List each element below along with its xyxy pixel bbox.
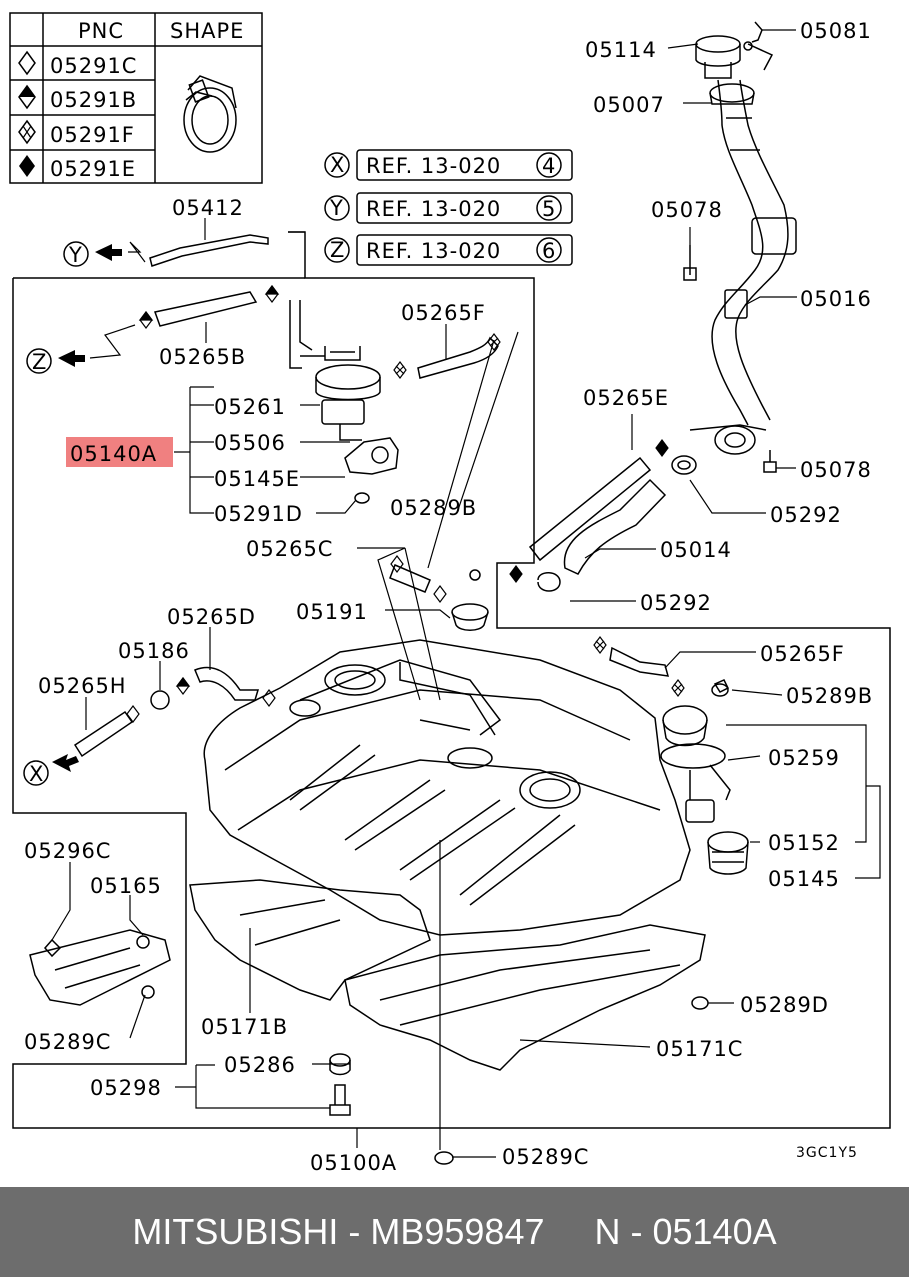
footer-bar <box>0 1187 909 1277</box>
label-05291d: 05291D <box>214 502 303 526</box>
label-05265e: 05265E <box>583 386 669 410</box>
diamond-solid-icon <box>19 155 35 177</box>
label-05145: 05145 <box>768 867 840 891</box>
connector-x <box>23 754 79 786</box>
label-05265c: 05265C <box>246 537 333 561</box>
legend-header-pnc: PNC <box>78 19 124 43</box>
ref-z-num: 6 <box>542 239 556 263</box>
label-05289b-top: 05289B <box>390 496 477 520</box>
connector-x-label: X <box>29 762 44 786</box>
label-05296c: 05296C <box>24 839 111 863</box>
label-05506: 05506 <box>214 431 286 455</box>
ref-y-num: 5 <box>542 197 556 221</box>
diagram-code: 3GC1Y5 <box>796 1145 858 1161</box>
label-05298: 05298 <box>90 1076 162 1100</box>
legend-table <box>9 12 263 184</box>
label-05265h: 05265H <box>38 674 127 698</box>
ref-z-text: REF. 13-020 <box>366 239 501 263</box>
label-05145e: 05145E <box>214 467 300 491</box>
ref-boxes <box>324 149 573 266</box>
label-05152: 05152 <box>768 831 840 855</box>
connector-z <box>26 324 136 374</box>
label-05412: 05412 <box>172 196 244 220</box>
connector-z-label: Z <box>32 350 47 374</box>
legend-code-05291c: 05291C <box>50 54 137 78</box>
label-05191: 05191 <box>296 600 368 624</box>
fuel-pump-module-drawing <box>289 300 399 504</box>
label-05100a: 05100A <box>310 1151 397 1175</box>
connector-y <box>63 241 146 267</box>
label-05292-top: 05292 <box>770 503 842 527</box>
filler-neck-drawing <box>671 21 797 475</box>
diamond-outline-icon <box>18 50 36 76</box>
label-05016: 05016 <box>800 287 872 311</box>
ref-x-num: 4 <box>542 154 556 178</box>
label-05289d: 05289D <box>740 993 829 1017</box>
diamond-half-icon <box>18 84 36 110</box>
label-05171b: 05171B <box>201 1015 288 1039</box>
clamp-shape-icon <box>183 75 237 153</box>
legend-header-shape: SHAPE <box>170 19 244 43</box>
label-05171c: 05171C <box>656 1037 743 1061</box>
legend-code-05291e: 05291E <box>50 157 136 181</box>
footer-part-text: MITSUBISHI - MB959847 N - 05140A <box>132 1211 777 1252</box>
legend-code-05291b: 05291B <box>50 88 137 112</box>
parts-diagram: PNC SHAPE 05291C 05291B 05291F 05291E X … <box>9 12 891 1175</box>
label-05078-top: 05078 <box>651 198 723 222</box>
ref-x-text: REF. 13-020 <box>366 154 501 178</box>
label-05265d: 05265D <box>167 605 256 629</box>
label-05081: 05081 <box>800 19 872 43</box>
fuel-tank-drawing <box>203 569 691 936</box>
diamond-cross-icon <box>18 119 36 145</box>
ref-x-letter: X <box>330 153 345 177</box>
label-05289b-mid: 05289B <box>786 684 873 708</box>
fasteners-drawing <box>150 683 729 1165</box>
ref-y-letter: Y <box>329 196 344 220</box>
ref-z-letter: Z <box>330 238 345 262</box>
label-05292-mid: 05292 <box>640 591 712 615</box>
label-05265b: 05265B <box>159 345 246 369</box>
label-05014: 05014 <box>660 538 732 562</box>
label-05289c-bottom: 05289C <box>502 1145 589 1169</box>
skid-plates-drawing <box>29 879 706 1071</box>
label-05286: 05286 <box>224 1053 296 1077</box>
label-05289c-left: 05289C <box>24 1030 111 1054</box>
ref-y-text: REF. 13-020 <box>366 197 501 221</box>
sender-unit-drawing <box>660 679 749 875</box>
highlight-05140a <box>66 437 173 467</box>
label-05261: 05261 <box>214 395 286 419</box>
label-05186: 05186 <box>118 639 190 663</box>
label-05265f-top: 05265F <box>401 301 486 325</box>
label-05259: 05259 <box>768 746 840 770</box>
leader-lines <box>51 29 881 1158</box>
label-05007: 05007 <box>593 93 665 117</box>
frame-lines <box>12 231 891 1129</box>
label-05140a: 05140A <box>70 442 157 466</box>
label-05165: 05165 <box>90 874 162 898</box>
label-05078-bottom: 05078 <box>800 458 872 482</box>
legend-code-05291f: 05291F <box>50 123 135 147</box>
label-05114: 05114 <box>585 38 657 62</box>
connector-y-label: Y <box>68 243 83 267</box>
clip-markers <box>126 285 685 723</box>
label-05265f-mid: 05265F <box>760 642 845 666</box>
hoses-drawing <box>73 234 670 758</box>
